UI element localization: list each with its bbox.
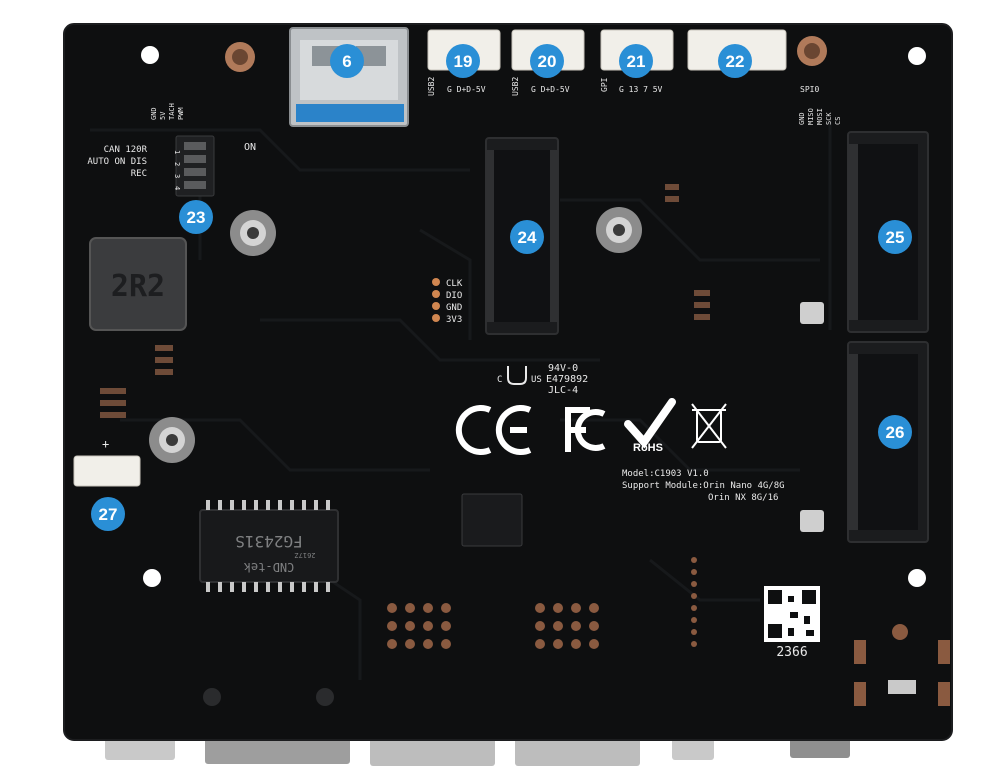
fan-header-labels: GND 5V TACH PWM (150, 103, 185, 120)
callout-badge-21: 21 (619, 44, 653, 78)
standoffs (149, 207, 642, 463)
callout-label: 19 (454, 52, 473, 71)
callout-label: 6 (342, 52, 351, 71)
ul-logo-icon (507, 366, 527, 385)
debug-pin-label: 3V3 (446, 315, 462, 325)
serial-number: 2366 (776, 645, 807, 660)
callout-badge-26: 26 (878, 415, 912, 449)
ul-certification: 94V-0 C US E479892 JLC-4 (497, 363, 588, 396)
debug-pin-label: DIO (446, 291, 462, 301)
ce-mark-icon (455, 405, 532, 455)
debug-pin-label: GND (446, 303, 462, 313)
debug-pins: CLK DIO GND 3V3 (432, 278, 463, 325)
dip-label: AUTO ON DIS (87, 157, 147, 167)
dip-number: 1 (173, 150, 181, 154)
callout-badge-25: 25 (878, 220, 912, 254)
spi-label: SPI0 (800, 85, 819, 94)
callout-badge-22: 22 (718, 44, 752, 78)
ul-us-mark: US (531, 375, 542, 385)
crystal-oscillators (800, 302, 824, 532)
callout-label: 25 (886, 228, 905, 247)
spi-pin: GND (798, 112, 806, 125)
bottom-screws (203, 688, 334, 706)
fan-connector: + (73, 437, 141, 487)
ul-rating: 94V-0 (548, 363, 578, 374)
callout-badge-19: 19 (446, 44, 480, 78)
usb2-a-pins: G D+D-5V (447, 85, 486, 94)
callout-badge-20: 20 (530, 44, 564, 78)
dip-switch: CAN 120R AUTO ON DIS REC 1 2 3 4 ON (87, 135, 256, 197)
spi-pin: MISO (807, 108, 815, 125)
usb2-a-label: USB2 (427, 77, 436, 96)
inductor-marking: 2R2 (111, 269, 165, 304)
copper-pad-grid-left (387, 603, 451, 649)
usb2-b-pins: G D+D-5V (531, 85, 570, 94)
model-label: Model:C1903 V1.0 (622, 469, 709, 479)
chip-date-code: 2617Z (294, 551, 315, 559)
qr-code: 2366 (764, 586, 820, 660)
callout-badge-6: 6 (330, 44, 364, 78)
weee-bin-icon (691, 403, 727, 449)
spi-pin: SCK (825, 112, 833, 125)
mounting-holes (141, 46, 926, 587)
support-module-label: Support Module:Orin Nano 4G/8G (622, 481, 785, 491)
rohs-label: RoHS (633, 442, 663, 454)
spi-pin: CS (834, 117, 842, 125)
gpio-label: GPI (600, 77, 609, 92)
spi-pin: MOSI (816, 108, 824, 125)
top-silkscreen: USB2 G D+D-5V USB2 G D+D-5V GPI G 13 7 5… (427, 77, 819, 96)
dip-label: REC (131, 169, 147, 179)
ic-chip-cndtek: FG2431S CND-tek 2617Z (199, 509, 339, 583)
callout-label: 26 (886, 423, 905, 442)
dip-number: 4 (173, 186, 181, 190)
chip-brand: CND-tek (243, 560, 294, 574)
callout-label: 22 (726, 52, 745, 71)
dip-number: 2 (173, 162, 181, 166)
callout-label: 27 (99, 505, 118, 524)
dip-label: CAN 120R (104, 145, 148, 155)
rohs-check-icon: RoHS (624, 398, 676, 454)
callout-badge-24: 24 (510, 220, 544, 254)
chip-part-number: FG2431S (235, 532, 302, 551)
spi-pin-labels: GND MISO MOSI SCK CS (798, 108, 842, 125)
support-module-label-2: Orin NX 8G/16 (708, 493, 778, 503)
fan-pin: PWM (177, 107, 185, 120)
ul-c-mark: C (497, 375, 502, 385)
fan-pin: TACH (168, 103, 176, 120)
debug-pin-label: CLK (446, 279, 463, 289)
callout-label: 20 (538, 52, 557, 71)
dip-on-label: ON (244, 142, 256, 153)
callout-badge-27: 27 (91, 497, 125, 531)
model-info: Model:C1903 V1.0 Support Module:Orin Nan… (622, 469, 785, 503)
ul-file-number: E479892 (546, 374, 588, 385)
callout-badge-23: 23 (179, 200, 213, 234)
chip-pins (206, 500, 330, 592)
fcc-mark-icon (565, 407, 606, 452)
fan-pin: 5V (159, 111, 167, 120)
polarity-plus: + (102, 437, 109, 451)
fan-pin: GND (150, 107, 158, 120)
gpio-pins: G 13 7 5V (619, 85, 663, 94)
usb-hub-chip (461, 493, 523, 547)
inductor: 2R2 (89, 237, 187, 331)
ul-board-code: JLC-4 (548, 385, 578, 396)
callout-label: 21 (627, 52, 646, 71)
copper-pad-grid-right (535, 603, 599, 649)
copper-mount-pads (225, 36, 827, 72)
callout-label: 24 (518, 228, 537, 247)
pin-header-column (691, 557, 697, 647)
bottom-right-pads (854, 624, 950, 706)
callout-label: 23 (187, 208, 206, 227)
smd-components (100, 184, 710, 418)
usb2-b-label: USB2 (511, 77, 520, 96)
dip-number: 3 (173, 174, 181, 178)
